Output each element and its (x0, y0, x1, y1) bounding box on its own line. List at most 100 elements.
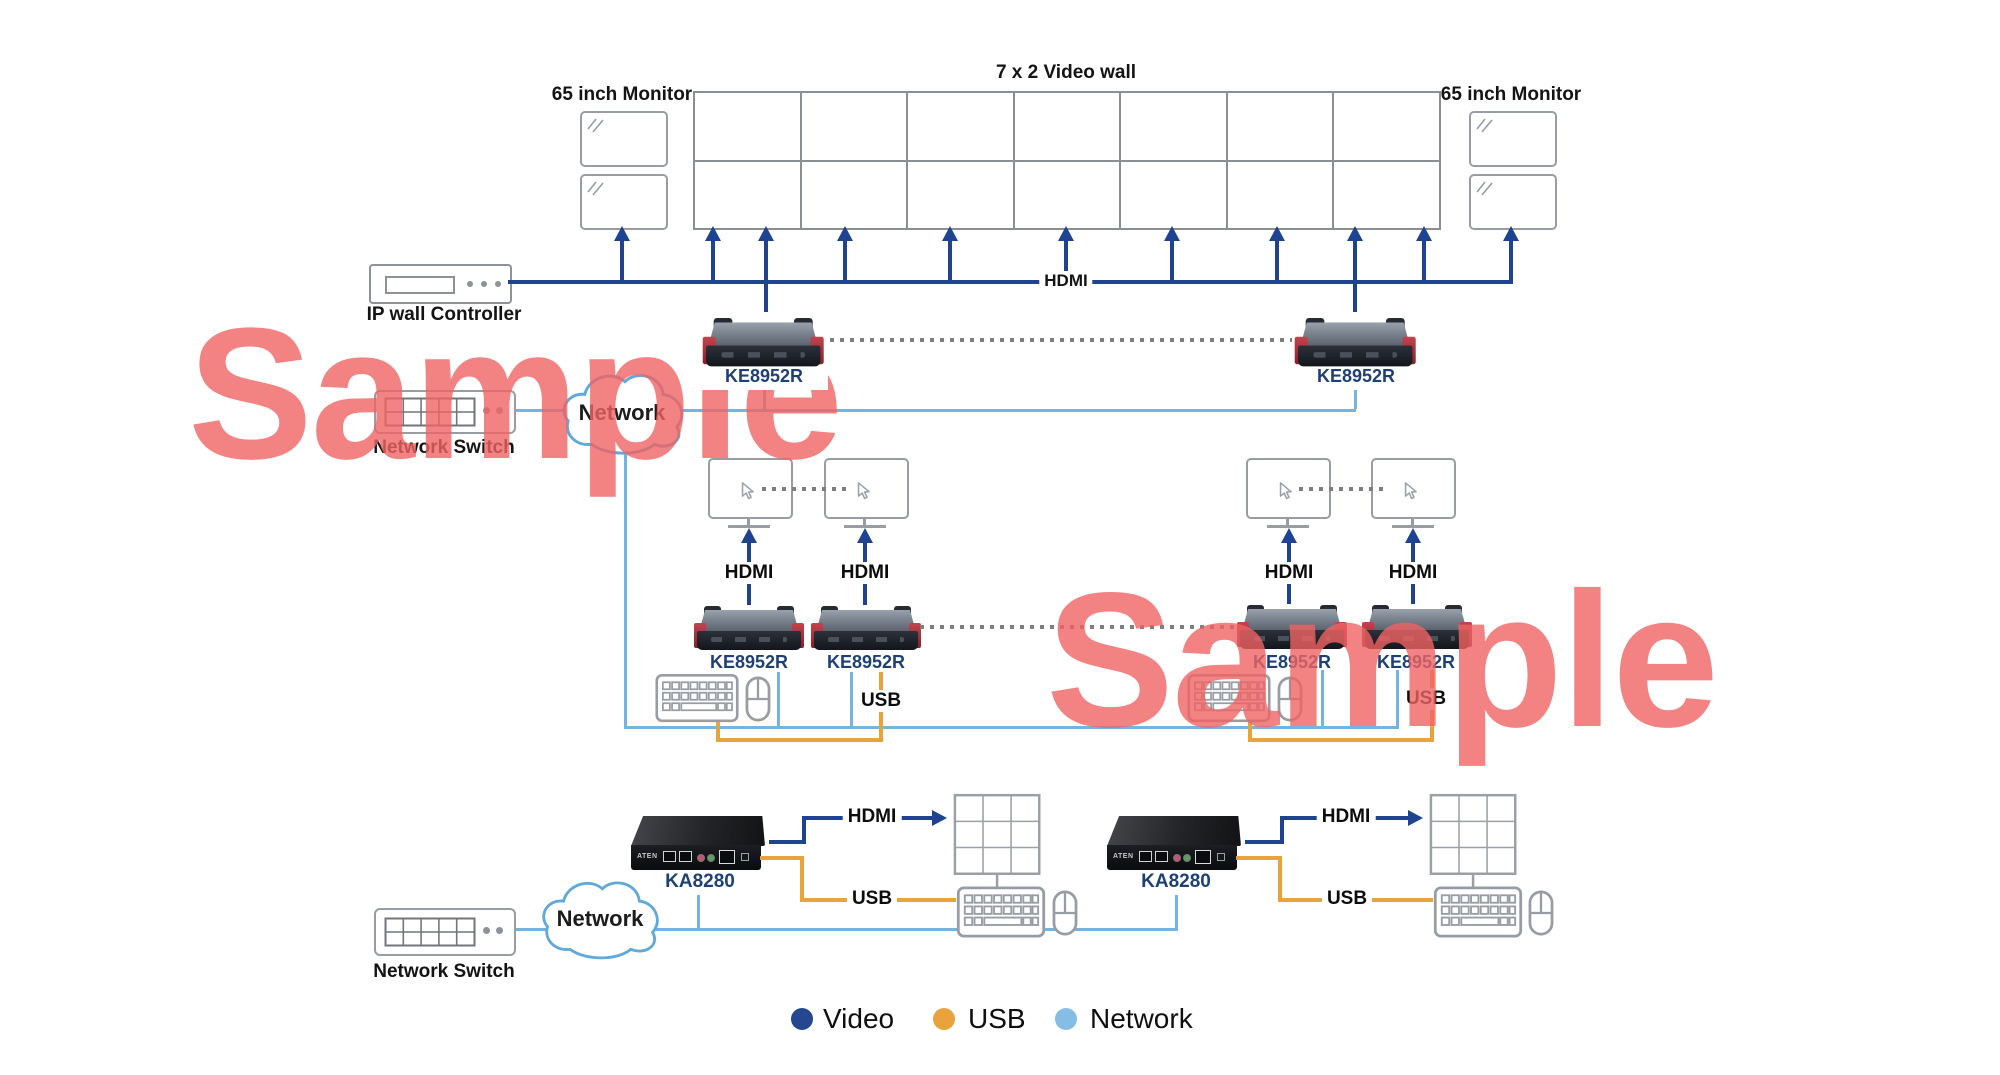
power-port (741, 853, 749, 861)
monitor-65-label-right: 65 inch Monitor (1440, 84, 1582, 105)
usb-port (663, 851, 676, 862)
ke8952r-device-icon (702, 318, 824, 369)
keyboard-icon (1187, 673, 1271, 723)
cursor-roaming-dotted-line (1299, 487, 1383, 491)
network-line (512, 409, 1356, 412)
legend-video-dot (791, 1008, 813, 1030)
legend-network-dot (1055, 1008, 1077, 1030)
usb-label: USB (1321, 888, 1373, 910)
hdmi-line (948, 241, 952, 281)
receiver-card: KE8952R (1292, 312, 1420, 390)
monitor-65-icon (580, 174, 668, 230)
hdmi-line (1422, 241, 1426, 281)
hdmi-line (1353, 241, 1357, 281)
monitor-stand (1286, 517, 1289, 525)
device-detail (708, 322, 819, 347)
hdmi-line (764, 241, 768, 281)
keyboard-icon (956, 886, 1046, 938)
audio-jack (697, 854, 705, 862)
legend-video-label: Video (823, 1003, 895, 1034)
hdmi-line (1275, 241, 1279, 281)
keyboard-icon (655, 673, 739, 723)
hdmi-label: HDMI (1259, 562, 1319, 584)
device-detail (1365, 630, 1469, 649)
arrow-up-icon (1416, 226, 1432, 241)
arrow-up-icon (741, 528, 757, 543)
monitor-stand (844, 525, 886, 528)
device-detail (1367, 609, 1467, 631)
network-line (1396, 670, 1399, 728)
monitor-stand (863, 517, 866, 525)
video-wall-cell (800, 92, 908, 161)
network-switch-icon (374, 908, 516, 956)
video-wall-grid (693, 91, 1441, 230)
network-line (777, 672, 780, 728)
usb-label: USB (855, 690, 907, 712)
multiview-monitor-icon (1429, 793, 1521, 897)
usb-line (1278, 856, 1282, 902)
receiver-model-label: KE8952R (709, 652, 789, 672)
hdmi-line (769, 840, 806, 844)
arrow-up-icon (1347, 226, 1363, 241)
device-detail (1300, 322, 1411, 347)
network-line (763, 384, 766, 409)
ethernet-port (1195, 850, 1211, 864)
receiver-model-label: KE8952R (1316, 366, 1396, 386)
hdmi-line (1170, 241, 1174, 281)
receiver-model-label: KE8952R (1252, 652, 1332, 672)
hdmi-line (711, 241, 715, 281)
usb-line (716, 722, 720, 742)
legend-usb-label: USB (968, 1003, 1026, 1034)
console-model-label: KA8280 (1141, 871, 1211, 892)
switch-port-grid (384, 917, 476, 947)
usb-port (1155, 851, 1168, 862)
arrow-up-icon (1503, 226, 1519, 241)
video-wall-cell (907, 160, 1014, 229)
hdmi-label: HDMI (1383, 562, 1443, 584)
screen-reflection-icon (1473, 178, 1497, 202)
monitor-stand (1267, 525, 1309, 528)
video-wall-cell (1013, 92, 1121, 161)
arrow-up-icon (614, 226, 630, 241)
hdmi-line (843, 241, 847, 281)
device-detail (699, 610, 799, 632)
hdmi-line (1245, 840, 1284, 844)
ip-wall-controller-label: IP wall Controller (366, 304, 522, 325)
device-detail (814, 631, 918, 650)
device-detail (1298, 345, 1413, 367)
usb-line (800, 856, 804, 902)
hdmi-label: HDMI (842, 806, 902, 828)
network-cloud-label: Network (578, 400, 666, 425)
ke8952r-device-icon (811, 606, 921, 652)
arrow-up-icon (1269, 226, 1285, 241)
video-wall-cell (1120, 160, 1227, 229)
monitor-65-icon (1469, 174, 1557, 230)
device-detail (1242, 609, 1342, 631)
hdmi-bus-label: HDMI (1039, 271, 1093, 291)
network-cloud-label: Network (556, 906, 644, 931)
network-switch-label: Network Switch (373, 437, 515, 458)
receiver-card: KE8952R (700, 312, 828, 390)
hdmi-line (1353, 284, 1357, 322)
network-switch-label: Network Switch (373, 961, 515, 982)
hdmi-line (1064, 241, 1068, 281)
device-detail (697, 631, 801, 650)
arrow-up-icon (1164, 226, 1180, 241)
receiver-model-label: KE8952R (724, 366, 804, 386)
controller-dot (467, 281, 473, 287)
pair-link-dotted-line (920, 625, 1240, 629)
switch-led (496, 927, 503, 934)
console-model-label: KA8280 (665, 871, 735, 892)
arrow-up-icon (1405, 528, 1421, 543)
controller-slot (385, 276, 455, 294)
video-wall-cell (1333, 92, 1440, 161)
brand-logo: ATEN (1113, 853, 1134, 860)
arrow-right-icon (932, 810, 947, 826)
mouse-icon (745, 676, 771, 722)
device-detail: ATEN (631, 845, 761, 870)
video-wall-cell (1226, 92, 1334, 161)
screen-reflection-icon (1473, 115, 1497, 139)
mouse-icon (1052, 890, 1078, 936)
desktop-monitor-icon (1371, 458, 1456, 519)
network-line (624, 726, 1399, 729)
